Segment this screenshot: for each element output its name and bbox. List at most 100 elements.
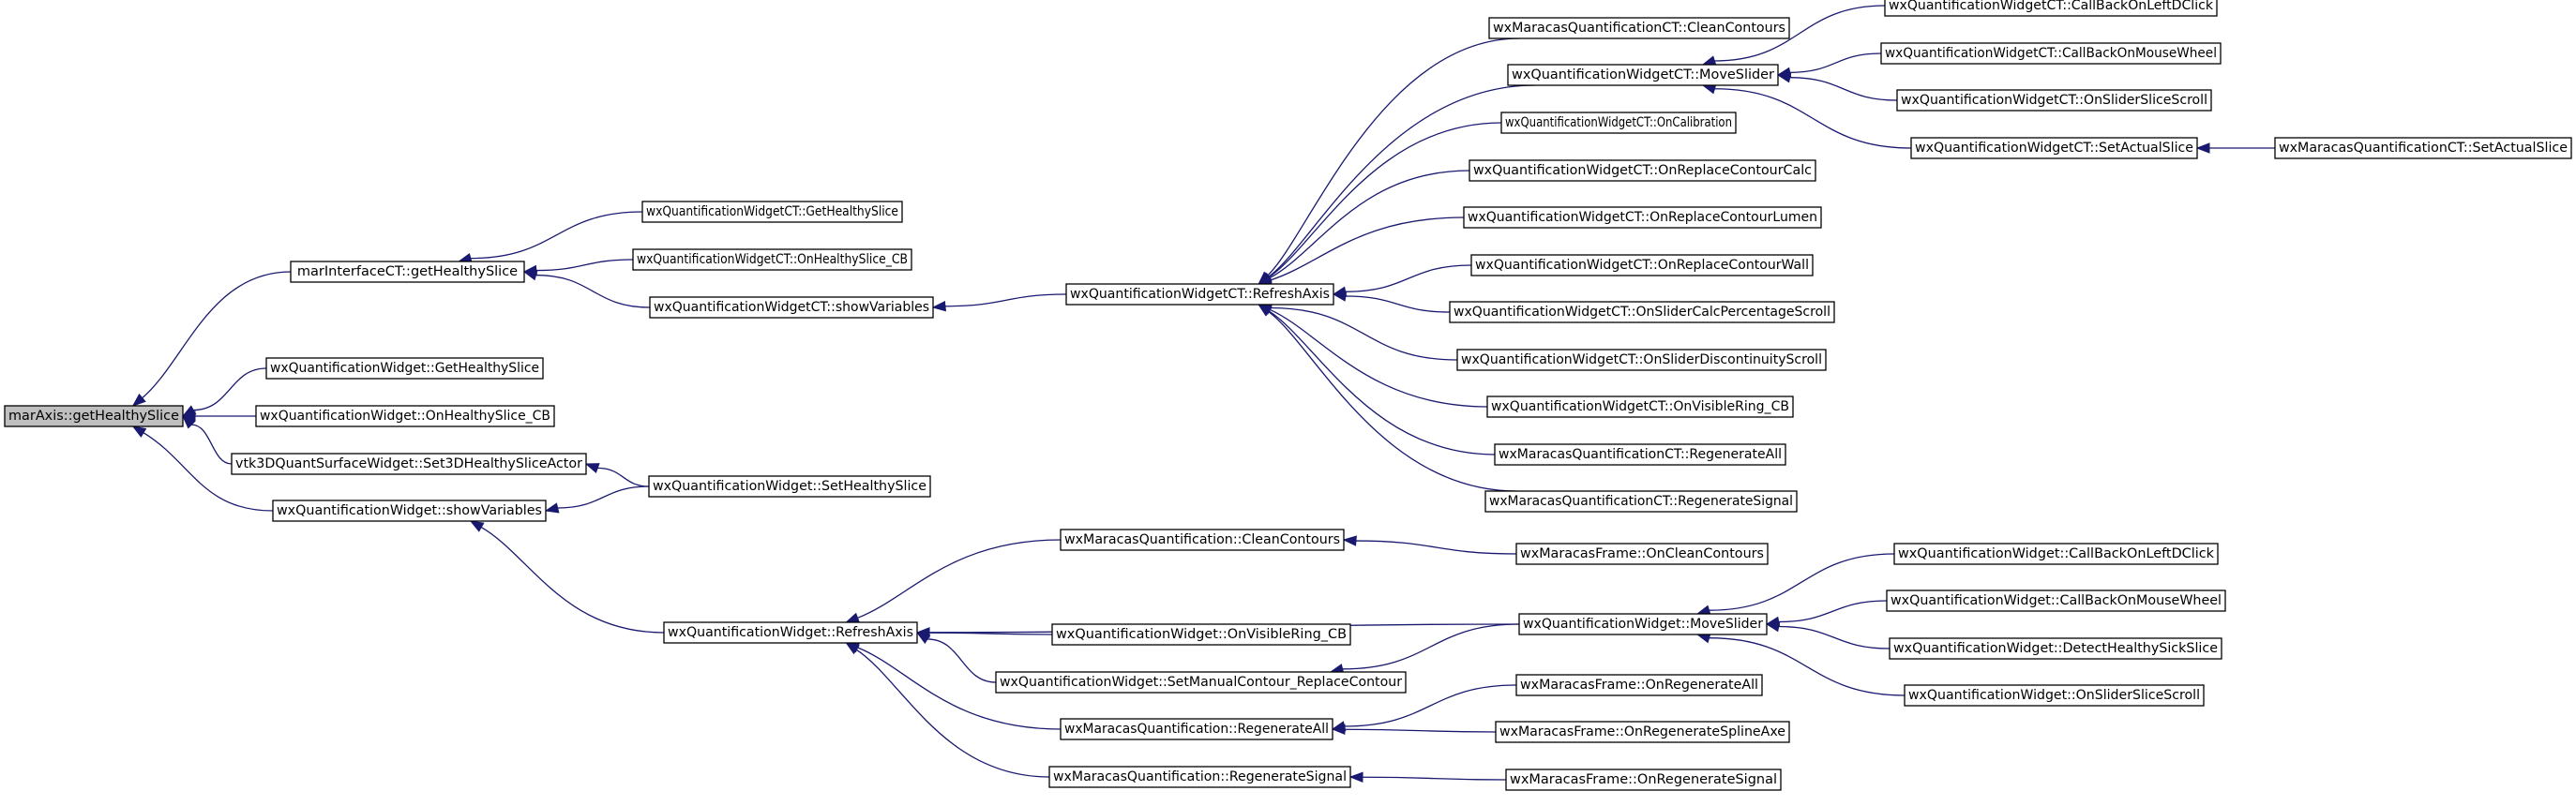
function-node[interactable]: wxQuantificationWidget::DetectHealthySic… [1889,637,2222,660]
arrow-head-icon [131,425,147,438]
call-edge-line [1270,216,1465,281]
node-label: wxQuantificationWidget::OnSliderSliceScr… [1908,688,2200,703]
call-edge [1765,621,1891,649]
node-box [1060,718,1333,740]
function-node[interactable]: wxQuantificationWidget::SetManualContour… [995,671,1407,694]
function-node[interactable]: wxQuantificationWidget::OnVisibleRing_CB [1051,623,1351,646]
function-node[interactable]: wxQuantificationWidgetCT::RefreshAxis [1065,283,1334,306]
call-edge-line [1268,311,1517,492]
arrow-head-icon [469,520,485,532]
node-label: wxQuantificationWidget::CallBackOnMouseW… [1891,593,2222,608]
call-edge-line [928,632,1053,635]
node-box [1889,637,2222,660]
node-label: wxQuantificationWidgetCT::SetActualSlice [1915,141,2193,156]
node-label: wxMaracasQuantificationCT::CleanContours [1493,21,1785,36]
root-function-node[interactable]: marAxis::getHealthySlice [4,405,184,427]
call-edge [1776,72,1898,101]
node-box [1488,17,1790,39]
call-edges [131,5,2275,783]
function-node[interactable]: wxQuantificationWidget::CallBackOnLeftDC… [1893,543,2219,565]
call-edge-line [535,274,651,308]
function-node[interactable]: wxMaracasFrame::OnCleanContours [1515,543,1769,565]
function-node[interactable]: wxQuantificationWidgetCT::showVariables [649,296,934,319]
call-edge [1331,724,1497,735]
function-node[interactable]: wxQuantificationWidgetCT::CallBackOnMous… [1880,42,2222,65]
call-edge-line [143,432,274,512]
function-node[interactable]: wxQuantificationWidget::showVariables [272,500,547,522]
function-node[interactable]: wxQuantificationWidgetCT::OnSliderCalcPe… [1449,301,1835,323]
node-box [1880,42,2222,65]
call-edge-line [857,647,1062,730]
node-label: wxQuantificationWidgetCT::CallBackOnMous… [1885,46,2217,61]
node-box [663,621,918,644]
call-edge-line [1268,122,1502,278]
function-node[interactable]: wxQuantificationWidgetCT::OnSliderDiscon… [1456,349,1827,371]
function-node[interactable]: wxMaracasQuantification::RegenerateAll [1060,718,1333,740]
call-edge-line [855,649,1050,778]
arrow-head-icon [845,612,861,623]
function-node[interactable]: wxQuantificationWidgetCT::CallBackOnLeft… [1884,0,2218,17]
node-label: wxQuantificationWidget::MoveSlider [1523,617,1763,632]
function-node[interactable]: vtk3DQuantSurfaceWidget::Set3DHealthySli… [231,453,587,475]
function-node[interactable]: wxMaracasQuantificationCT::RegenerateAll [1494,443,1786,466]
call-edge [182,415,233,465]
node-box [255,405,555,427]
function-node[interactable]: wxMaracasFrame::OnRegenerateSplineAxe [1495,721,1790,743]
node-label: marAxis::getHealthySlice [8,409,179,424]
call-edge [1348,771,1507,783]
call-edge-line [857,539,1062,619]
node-label: wxMaracasFrame::OnRegenerateSignal [1510,772,1777,787]
arrow-head-icon [131,393,146,407]
call-edge-line [1344,728,1497,733]
node-label: wxQuantificationWidgetCT::OnSliderSliceS… [1901,93,2207,108]
function-node[interactable]: wxQuantificationWidgetCT::OnReplaceConto… [1463,206,1822,229]
function-node[interactable]: wxQuantificationWidgetCT::MoveSlider [1507,64,1779,86]
call-edge [131,271,292,407]
function-node[interactable]: wxMaracasQuantificationCT::SetActualSlic… [2274,137,2572,159]
call-edge-line [535,259,634,272]
node-label: wxQuantificationWidget::GetHealthySlice [270,361,539,376]
node-label: wxQuantificationWidgetCT::OnSliderCalcPe… [1454,305,1830,320]
node-label: wxQuantificationWidget::showVariables [277,503,542,518]
function-node[interactable]: marInterfaceCT::getHealthySlice [290,261,525,283]
function-node[interactable]: wxQuantificationWidgetCT::OnHealthySlice… [632,248,912,271]
call-edge [522,270,651,308]
call-edge-line [1789,77,1898,101]
call-edge-line [1709,553,1895,611]
node-label: wxQuantificationWidgetCT::OnHealthySlice… [637,252,908,267]
call-edge-line [944,293,1067,307]
function-node[interactable]: wxMaracasQuantification::CleanContours [1060,529,1345,551]
function-node[interactable]: wxMaracasQuantificationCT::RegenerateSig… [1484,490,1798,513]
call-edge [915,632,997,683]
node-box [1884,0,2218,17]
call-edge-line [1269,170,1470,279]
function-node[interactable]: wxMaracasQuantificationCT::CleanContours [1488,17,1790,39]
function-node[interactable]: wxQuantificationWidgetCT::GetHealthySlic… [641,201,903,223]
function-node[interactable]: wxQuantificationWidgetCT::OnCalibration [1500,112,1737,134]
call-edge-line [1355,540,1517,555]
function-node[interactable]: wxQuantificationWidget::OnSliderSliceScr… [1904,684,2205,707]
function-node[interactable]: wxQuantificationWidget::OnHealthySlice_C… [255,405,555,427]
node-box [231,453,587,475]
call-edge [1258,304,1517,492]
node-box [1484,490,1798,513]
call-edge [544,485,650,514]
function-node[interactable]: wxQuantificationWidgetCT::SetActualSlice [1910,137,2198,159]
call-edge [1701,83,1912,149]
function-node[interactable]: wxQuantificationWidget::RefreshAxis [663,621,918,644]
function-node[interactable]: wxMaracasFrame::OnRegenerateSignal [1505,769,1782,791]
function-node[interactable]: wxQuantificationWidget::GetHealthySlice [265,357,544,380]
arrow-head-icon [522,270,538,281]
function-node[interactable]: wxQuantificationWidgetCT::OnSliderSliceS… [1896,89,2212,112]
function-node[interactable]: wxQuantificationWidget::SetHealthySlice [648,475,931,498]
function-node[interactable]: wxQuantificationWidget::CallBackOnMouseW… [1886,590,2226,612]
function-node[interactable]: wxQuantificationWidgetCT::OnReplaceConto… [1470,254,1814,276]
node-box [1463,206,1822,229]
function-node[interactable]: wxQuantificationWidgetCT::OnReplaceConto… [1469,159,1816,182]
function-node[interactable]: wxMaracasQuantification::RegenerateSigna… [1048,766,1351,788]
arrow-head-icon [1342,535,1357,546]
function-node[interactable]: wxQuantificationWidget::MoveSlider [1518,613,1768,635]
function-node[interactable]: wxQuantificationWidgetCT::OnVisibleRing_… [1486,396,1794,418]
function-node[interactable]: wxMaracasFrame::OnRegenerateAll [1515,674,1763,696]
call-edge [1342,535,1517,555]
